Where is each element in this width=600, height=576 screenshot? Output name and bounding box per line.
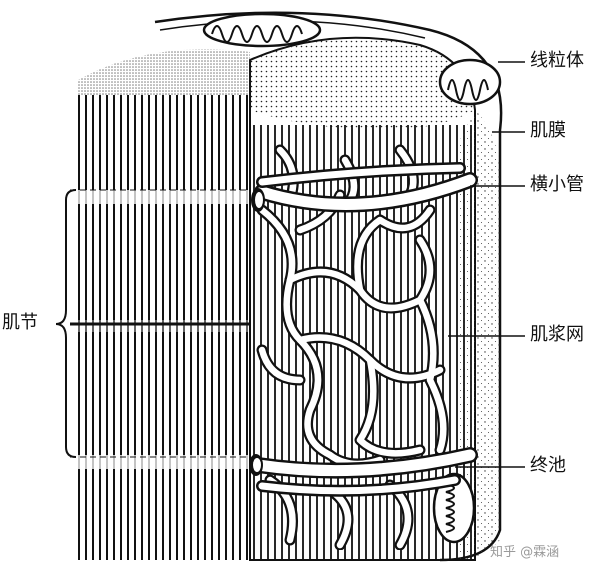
label-t-tubule: 横小管 xyxy=(530,174,584,195)
label-sarcolemma: 肌膜 xyxy=(530,120,566,141)
mitochondrion-right xyxy=(438,58,502,106)
label-sarcomere: 肌节 xyxy=(2,312,38,333)
mitochondrion-top xyxy=(202,12,322,48)
t-tubule-upper xyxy=(251,162,478,213)
watermark: 知乎 @霖涵 xyxy=(490,545,560,560)
mitochondrion-bottom xyxy=(432,472,476,544)
t-tubule-lower xyxy=(249,447,478,497)
sarcomere-brace xyxy=(55,189,77,458)
label-mitochondrion: 线粒体 xyxy=(530,50,584,71)
label-sarcoplasmic-reticulum: 肌浆网 xyxy=(530,324,584,345)
myofibril-bundle xyxy=(70,49,250,560)
leader-lines xyxy=(448,61,525,468)
label-terminal-cisterna: 终池 xyxy=(530,455,566,476)
